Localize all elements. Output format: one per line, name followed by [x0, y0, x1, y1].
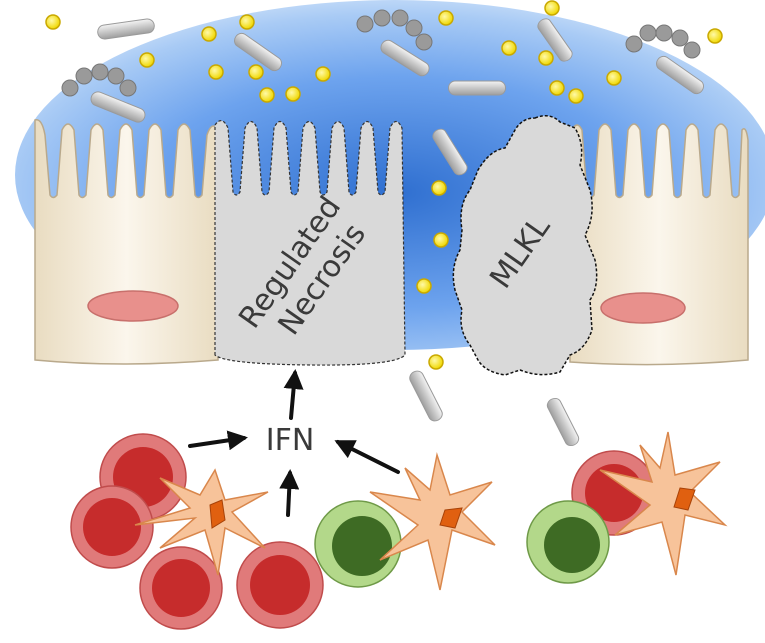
lymphocyte: [314, 500, 402, 588]
nucleus: [600, 292, 686, 324]
coccus-chain-icon: [625, 35, 643, 53]
bead-particle-icon: [707, 28, 723, 44]
dendritic-cell: [369, 452, 496, 591]
dendritic-cell: [134, 468, 269, 576]
bead-particle-icon: [315, 66, 331, 82]
bead-particle-icon: [248, 64, 264, 80]
mlkl-cell: MLKL: [452, 115, 598, 376]
red-blood-cell: [236, 541, 324, 629]
bead-particle-icon: [544, 0, 560, 16]
bead-particle-icon: [606, 70, 622, 86]
bead-particle-icon: [428, 354, 444, 370]
bead-particle-icon: [139, 52, 155, 68]
bead-particle-icon: [285, 86, 301, 102]
bead-particle-icon: [538, 50, 554, 66]
coccus-chain-icon: [639, 24, 657, 42]
arrow-icon: [334, 440, 400, 474]
bead-particle-icon: [568, 88, 584, 104]
dendritic-cells: [134, 431, 728, 591]
bead-particle-icon: [239, 14, 255, 30]
bead-particle-icon: [201, 26, 217, 42]
bead-particle-icon: [431, 180, 447, 196]
arrow-icon: [188, 430, 248, 451]
coccus-chain-icon: [75, 67, 93, 85]
bacteria-rod-icon: [448, 80, 506, 96]
bead-particle-icon: [259, 87, 275, 103]
coccus-chain-icon: [119, 79, 137, 97]
ifn-label: IFN: [266, 423, 315, 458]
coccus-chain-icon: [91, 63, 109, 81]
bead-particle-icon: [438, 10, 454, 26]
arrow-icon: [279, 469, 300, 517]
signaling-arrows: [188, 369, 400, 517]
bacteria-rod-icon: [96, 17, 156, 41]
coccus-chain-icon: [415, 33, 433, 51]
coccus-chain-icon: [671, 29, 689, 47]
lymphocyte: [526, 500, 610, 584]
bacteria-rod-icon: [407, 368, 445, 424]
bead-particle-icon: [45, 14, 61, 30]
red-blood-cell: [70, 485, 154, 569]
bead-particle-icon: [433, 232, 449, 248]
coccus-chain-icon: [683, 41, 701, 59]
coccus-chain-icon: [356, 15, 374, 33]
red-blood-cells: [70, 433, 657, 630]
coccus-chain-icon: [61, 79, 79, 97]
epithelial-cell-left: [34, 119, 219, 365]
nucleus: [87, 290, 179, 322]
regulated-necrosis-cell: Regulated Necrosis: [214, 120, 406, 366]
coccus-chain-icon: [655, 24, 673, 42]
arrow-icon: [283, 369, 304, 420]
epithelial-cell-right: [569, 123, 749, 366]
coccus-chain-icon: [107, 67, 125, 85]
bead-particle-icon: [501, 40, 517, 56]
coccus-chain-icon: [405, 19, 423, 37]
bead-particle-icon: [549, 80, 565, 96]
red-blood-cell: [139, 546, 223, 630]
bead-particle-icon: [416, 278, 432, 294]
coccus-chain-icon: [373, 9, 391, 27]
bacteria-rod-icon: [544, 395, 582, 449]
bead-particle-icon: [208, 64, 224, 80]
dendritic-cell: [599, 431, 728, 576]
coccus-chain-icon: [391, 9, 409, 27]
lymphocytes: [314, 500, 610, 588]
